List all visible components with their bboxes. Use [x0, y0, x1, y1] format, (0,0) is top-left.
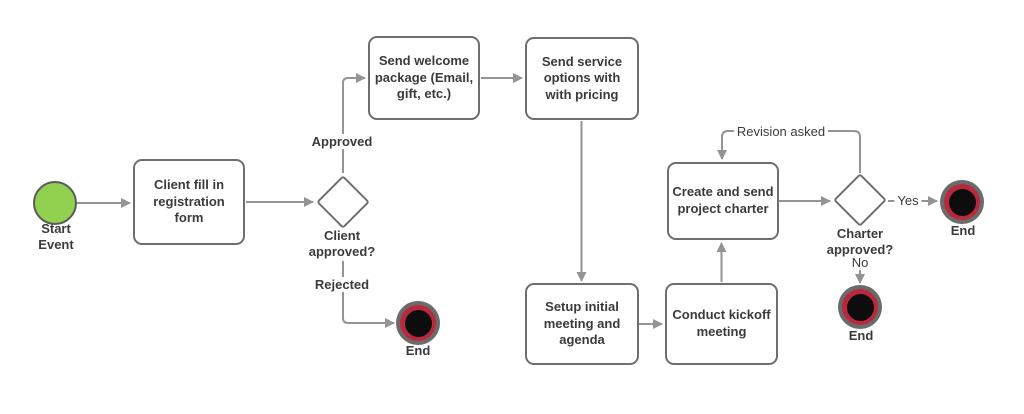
end-event-no-label: End [848, 328, 874, 343]
edge-label-approved: Approved [308, 134, 376, 149]
gateway-charter-approved-label: Charter approved? [817, 226, 903, 259]
edge-label-rejected: Rejected [311, 277, 373, 292]
end-event-core [846, 293, 874, 321]
end-event-red-ring [842, 289, 878, 325]
end-event-yes-label: End [950, 223, 976, 238]
task-send-welcome-package: Send welcome package (Email, gift, etc.) [368, 36, 480, 120]
end-event-no-circle [838, 285, 882, 329]
end-event-red-ring [400, 305, 436, 341]
start-event-circle [33, 181, 77, 225]
end-event-rejected-label: End [405, 343, 431, 358]
task-setup-initial-meeting: Setup initial meeting and agenda [525, 283, 639, 365]
end-event-core [948, 188, 976, 216]
task-label: Send welcome package (Email, gift, etc.) [374, 53, 474, 102]
end-event-yes-circle [940, 180, 984, 224]
edge-label-no: No [848, 255, 872, 270]
task-label: Client fill in registration form [153, 177, 225, 226]
task-create-send-charter: Create and send project charter [667, 162, 779, 240]
task-client-fill-form: Client fill in registration form [133, 159, 245, 245]
task-label: Create and send project charter [672, 184, 774, 216]
edge-label-yes: Yes [894, 193, 922, 208]
task-send-service-options: Send service options with with pricing [525, 37, 639, 120]
start-event-label: Start Event [38, 221, 74, 253]
task-label: Conduct kickoff meeting [672, 307, 771, 339]
edge-label-revision-asked: Revision asked [733, 124, 829, 139]
task-conduct-kickoff-meeting: Conduct kickoff meeting [665, 283, 778, 365]
task-label: Setup initial meeting and agenda [543, 299, 621, 348]
gateway-client-approved-label: Client approved? [301, 228, 383, 261]
task-label: Send service options with with pricing [541, 53, 623, 102]
end-event-core [404, 309, 432, 337]
end-event-rejected-circle [396, 301, 440, 345]
connector-rejected-to-end [342, 231, 395, 328]
connector-approved-to-welcome [342, 73, 366, 173]
end-event-red-ring [944, 184, 980, 220]
